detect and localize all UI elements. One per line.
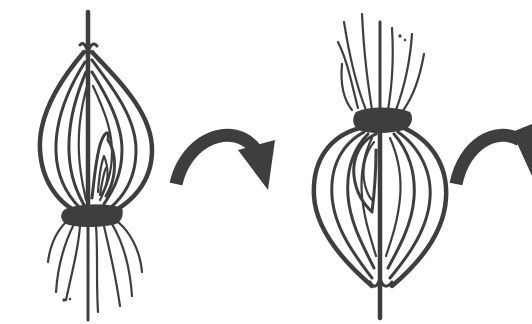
arrow-2-shaft (456, 135, 520, 184)
arrow-2-head (512, 124, 532, 176)
arrow-1-head (238, 140, 275, 190)
bulb-2-roots (338, 14, 424, 112)
bulb-2-inner-bud-core (363, 142, 374, 200)
bulb-1-basal-plate (61, 204, 123, 227)
inverted-bulb (314, 14, 446, 318)
arrow-1-shaft (176, 135, 256, 184)
bulb-1-roots (48, 222, 142, 320)
arrow-2 (456, 124, 532, 184)
arrow-1 (176, 135, 275, 190)
bulb-2-scale-r3 (386, 138, 401, 256)
upright-bulb (40, 12, 152, 320)
bulb-2-scale-r2 (388, 134, 414, 268)
